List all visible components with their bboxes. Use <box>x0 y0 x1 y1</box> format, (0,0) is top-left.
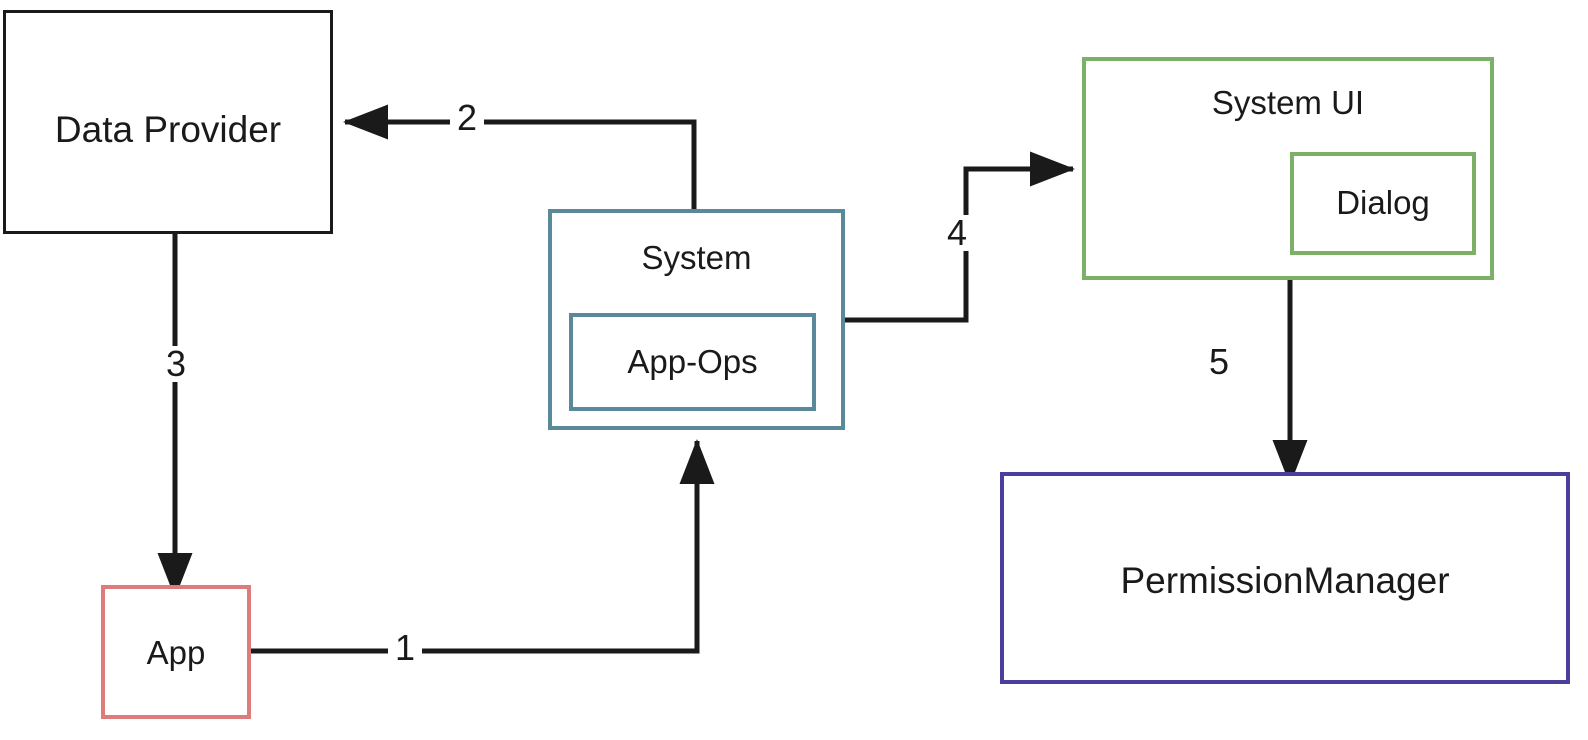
node-system-ui[interactable]: System UI Dialog <box>1082 57 1494 280</box>
node-permission-manager-label: PermissionManager <box>1120 560 1450 601</box>
edge-label-5: 5 <box>1202 344 1237 380</box>
node-app-ops-label: App-Ops <box>627 343 758 380</box>
edge-label-2: 2 <box>450 100 485 136</box>
edge-label-3: 3 <box>159 346 194 382</box>
edge-1-path <box>251 439 715 654</box>
node-dialog[interactable]: Dialog <box>1290 152 1476 255</box>
node-app-ops[interactable]: App-Ops <box>569 313 816 411</box>
node-app-label: App <box>146 634 206 671</box>
node-system-ui-label: System UI <box>1211 84 1365 121</box>
edge-label-1: 1 <box>388 630 423 666</box>
edge-label-4: 4 <box>940 215 975 251</box>
node-dialog-label: Dialog <box>1336 184 1430 221</box>
node-data-provider[interactable]: Data Provider <box>3 10 333 234</box>
node-system-label: System <box>641 239 752 276</box>
node-system[interactable]: System App-Ops <box>548 209 845 430</box>
edge-2-path <box>343 104 697 209</box>
node-data-provider-label: Data Provider <box>54 109 282 150</box>
node-app[interactable]: App <box>101 585 251 719</box>
node-permission-manager[interactable]: PermissionManager <box>1000 472 1570 684</box>
